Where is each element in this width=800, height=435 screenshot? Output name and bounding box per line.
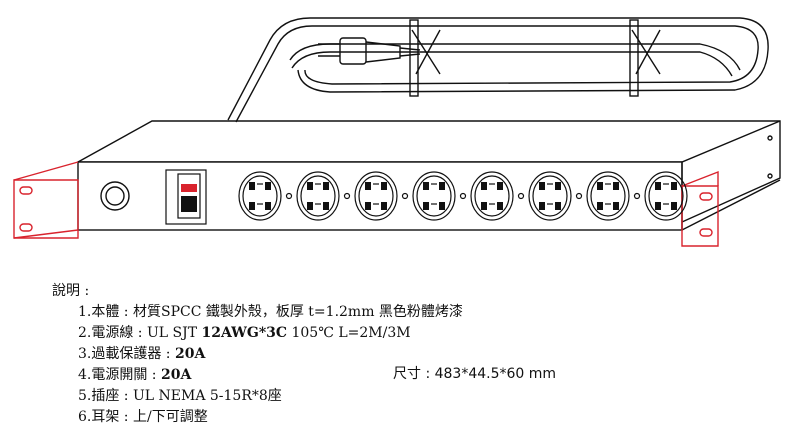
rocker-switch-icon — [165, 169, 207, 225]
note-item-3: 3.過載保護器 : 20A — [78, 346, 206, 362]
outlet-row — [238, 171, 688, 221]
nema-outlet-icon — [412, 171, 467, 221]
notes-block: 說明 : 1.本體 : 材質SPCC 鐵製外殼，板厚 t=1.2mm 黑色粉體烤… — [52, 281, 463, 428]
nema-outlet-icon — [470, 171, 525, 221]
note-item-6: 6.耳架 : 上/下可調整 — [78, 409, 208, 425]
nema-outlet-icon — [586, 171, 641, 221]
note-item-1: 1.本體 : 材質SPCC 鐵製外殼，板厚 t=1.2mm 黑色粉體烤漆 — [78, 304, 463, 320]
notes-heading: 說明 : — [52, 283, 90, 299]
nema-outlet-icon — [354, 171, 409, 221]
note-item-4: 4.電源開關 : 20A — [78, 367, 192, 383]
note-item-5: 5.插座 : UL NEMA 5-15R*8座 — [78, 388, 282, 404]
nema-outlet-icon — [296, 171, 351, 221]
nema-outlet-icon — [238, 171, 293, 221]
note-item-2: 2.電源線 : UL SJT 12AWG*3C 105℃ L=2M/3M — [78, 325, 411, 341]
dimensions-label: 尺寸 : 483*44.5*60 mm — [393, 366, 557, 382]
rack-ear-icon — [13, 161, 719, 247]
power-cord-icon — [227, 17, 769, 123]
nema-outlet-icon — [644, 171, 688, 221]
power-strip-diagram — [13, 17, 781, 247]
nema-outlet-icon — [528, 171, 583, 221]
circuit-breaker-icon — [100, 181, 130, 211]
